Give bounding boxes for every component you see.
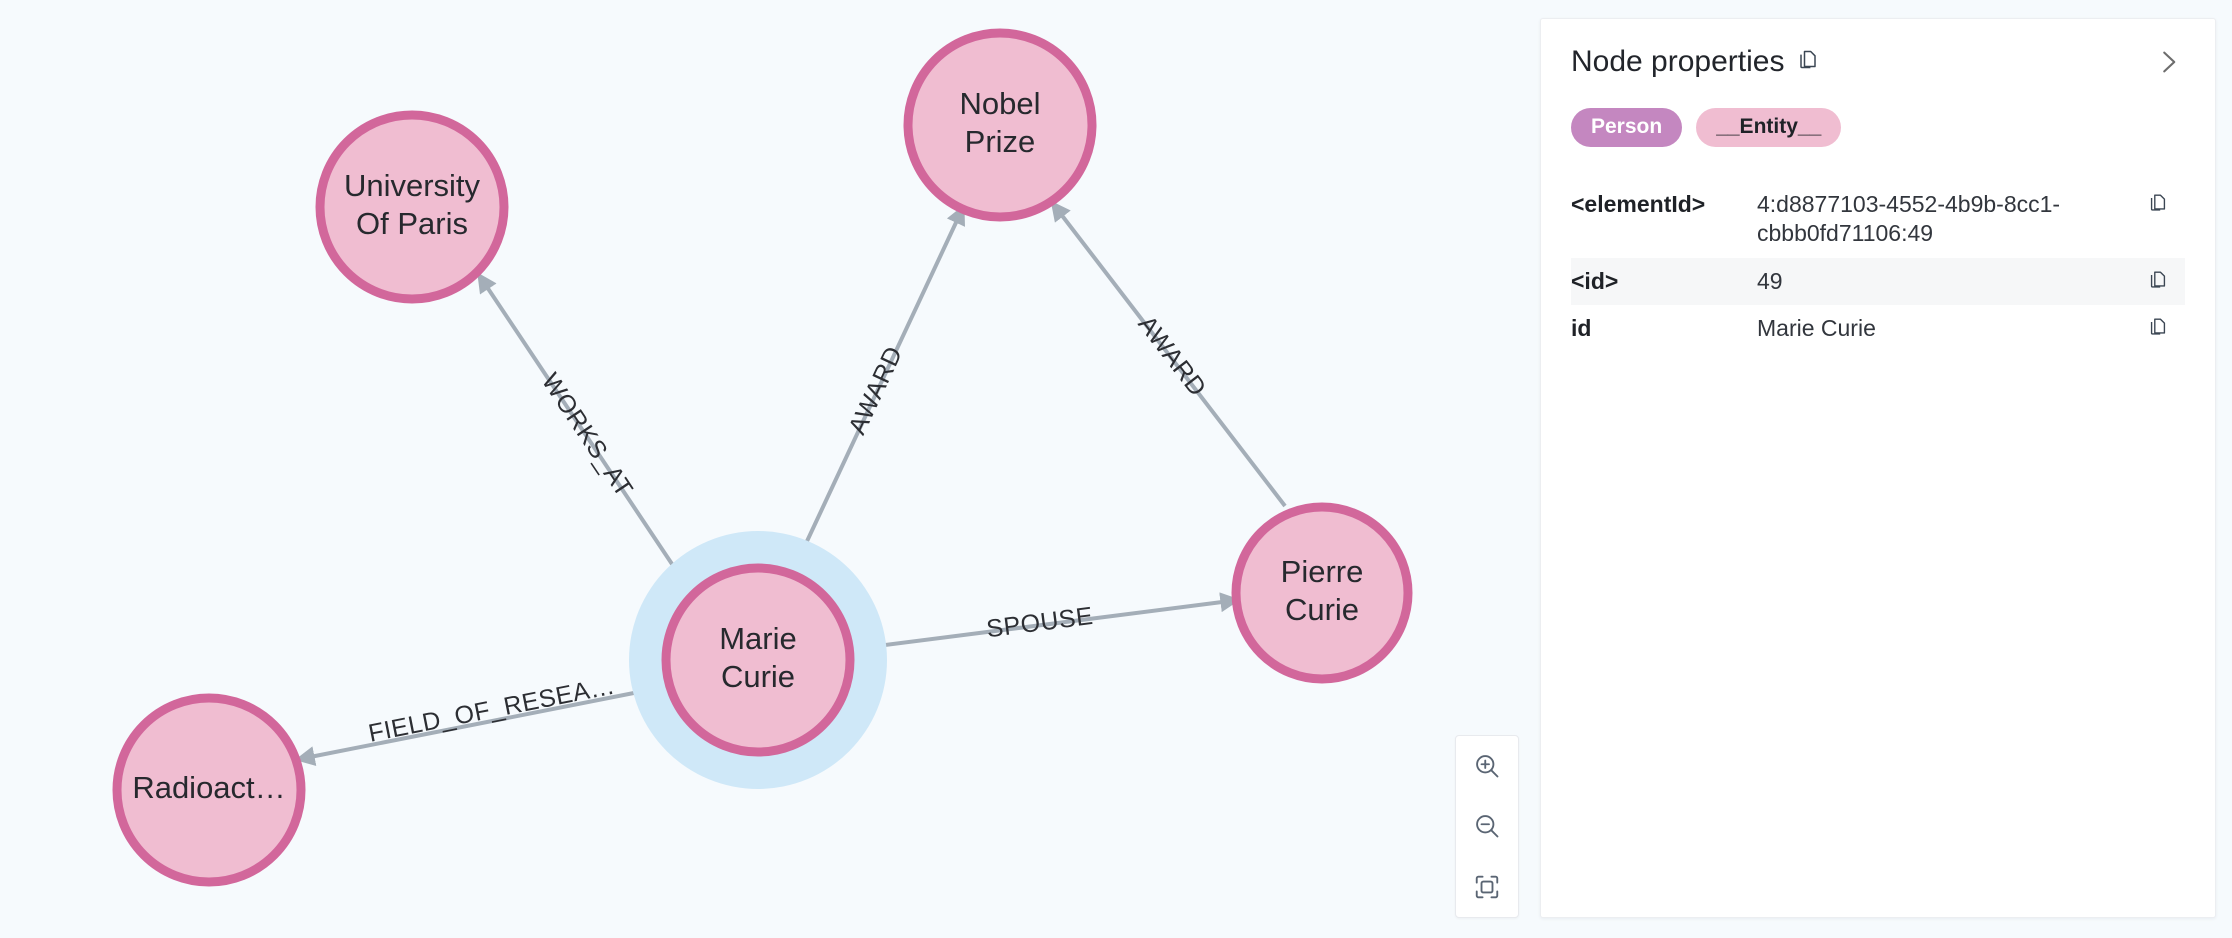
zoom-controls <box>1455 735 1519 918</box>
table-row: <id> 49 <box>1571 257 2185 306</box>
property-key: <elementId> <box>1571 191 1706 218</box>
panel-title-wrap: Node properties <box>1571 45 1820 78</box>
property-value: 49 <box>1757 267 1783 294</box>
table-row: id Marie Curie <box>1571 305 2185 353</box>
chevron-right-icon <box>2153 47 2183 80</box>
edge-label-spouse: SPOUSE <box>985 602 1095 643</box>
node-shape-pierre-curie[interactable] <box>1231 502 1413 684</box>
node-properties-panel: Node properties <box>1540 18 2216 918</box>
zoom-out-button[interactable] <box>1464 803 1510 849</box>
copy-icon <box>1796 48 1820 75</box>
node-label-nobel-prize-line-1: Nobel <box>960 86 1041 121</box>
copy-property-button[interactable] <box>2141 267 2175 294</box>
edge-label-works-at: WORKS_AT <box>536 368 638 502</box>
graph-svg[interactable]: WORKS_AT AWARD AWARD SPOUSE <box>0 0 1540 938</box>
edge-line-spouse <box>853 592 1241 651</box>
node-shape-marie-curie[interactable] <box>661 563 855 757</box>
table-row: <elementId> 4:d8877103-4552-4b9b-8cc1-cb… <box>1571 181 2185 258</box>
zoom-out-icon <box>1473 812 1501 840</box>
edge-label-award-pierre: AWARD <box>1132 310 1211 401</box>
fit-to-screen-button[interactable] <box>1464 864 1510 910</box>
node-label-pierre-curie-line-2: Curie <box>1285 592 1359 627</box>
copy-icon <box>2147 192 2169 217</box>
node-label-chip-entity[interactable]: __Entity__ <box>1696 108 1842 148</box>
property-value: 4:d8877103-4552-4b9b-8cc1-cbbb0fd71106:4… <box>1757 191 2061 246</box>
edge-label-field-of-research: FIELD_OF_RESEA… <box>366 672 617 748</box>
edge-line-field-of-research <box>294 685 665 766</box>
node-label-chip-person[interactable]: Person <box>1571 108 1683 148</box>
node-shape-university-of-paris[interactable] <box>315 110 509 304</box>
property-key: id <box>1571 315 1592 342</box>
graph-nodes: University Of Paris Nobel Prize Pierre C… <box>112 28 1413 887</box>
node-shape-nobel-prize[interactable] <box>903 28 1097 222</box>
edge-line-award-pierre <box>1050 200 1287 508</box>
property-key: <id> <box>1571 267 1619 294</box>
edge-line-award-marie <box>792 204 965 570</box>
node-label-radioactivity-line-1: Radioact… <box>132 770 285 805</box>
node-label-university-of-paris-line-2: Of Paris <box>356 206 468 241</box>
panel-header: Node properties <box>1571 45 2185 80</box>
graph-node-nobel-prize[interactable]: Nobel Prize <box>903 28 1097 222</box>
relationship-award-marie[interactable]: AWARD <box>792 204 965 570</box>
node-label-university-of-paris-line-1: University <box>344 168 481 203</box>
relationship-award-pierre[interactable]: AWARD <box>1050 200 1287 508</box>
copy-property-button[interactable] <box>2141 190 2175 217</box>
graph-node-radioactivity[interactable]: Radioact… <box>112 693 306 887</box>
node-label-marie-curie-line-2: Curie <box>721 659 795 694</box>
collapse-panel-button[interactable] <box>2153 47 2183 80</box>
graph-node-pierre-curie[interactable]: Pierre Curie <box>1231 502 1413 684</box>
zoom-in-icon <box>1473 752 1501 780</box>
copy-property-button[interactable] <box>2141 314 2175 341</box>
graph-node-marie-curie[interactable]: Marie Curie <box>629 531 887 789</box>
property-value: Marie Curie <box>1757 315 1876 342</box>
relationship-spouse[interactable]: SPOUSE <box>853 592 1241 651</box>
fit-to-screen-icon <box>1473 873 1501 901</box>
graph-node-university-of-paris[interactable]: University Of Paris <box>315 110 509 304</box>
edge-label-award-marie: AWARD <box>843 342 908 439</box>
node-label-pierre-curie-line-1: Pierre <box>1281 554 1364 589</box>
page-title: Node properties <box>1571 45 1785 78</box>
copy-icon <box>2147 269 2169 294</box>
relationship-works-at[interactable]: WORKS_AT <box>477 272 692 593</box>
copy-all-properties-button[interactable] <box>1796 48 1820 75</box>
node-shape-radioactivity[interactable] <box>112 693 306 887</box>
node-label-marie-curie-line-1: Marie <box>719 621 797 656</box>
graph-canvas[interactable]: WORKS_AT AWARD AWARD SPOUSE <box>0 0 1540 938</box>
copy-icon <box>2147 316 2169 341</box>
node-label-nobel-prize-line-2: Prize <box>965 124 1036 159</box>
relationship-field-of-research[interactable]: FIELD_OF_RESEA… <box>294 672 665 766</box>
zoom-in-button[interactable] <box>1464 743 1510 789</box>
edge-line-works-at <box>477 272 692 593</box>
node-properties-table: <elementId> 4:d8877103-4552-4b9b-8cc1-cb… <box>1571 181 2185 353</box>
node-labels-chip-list: Person __Entity__ <box>1571 108 2185 148</box>
